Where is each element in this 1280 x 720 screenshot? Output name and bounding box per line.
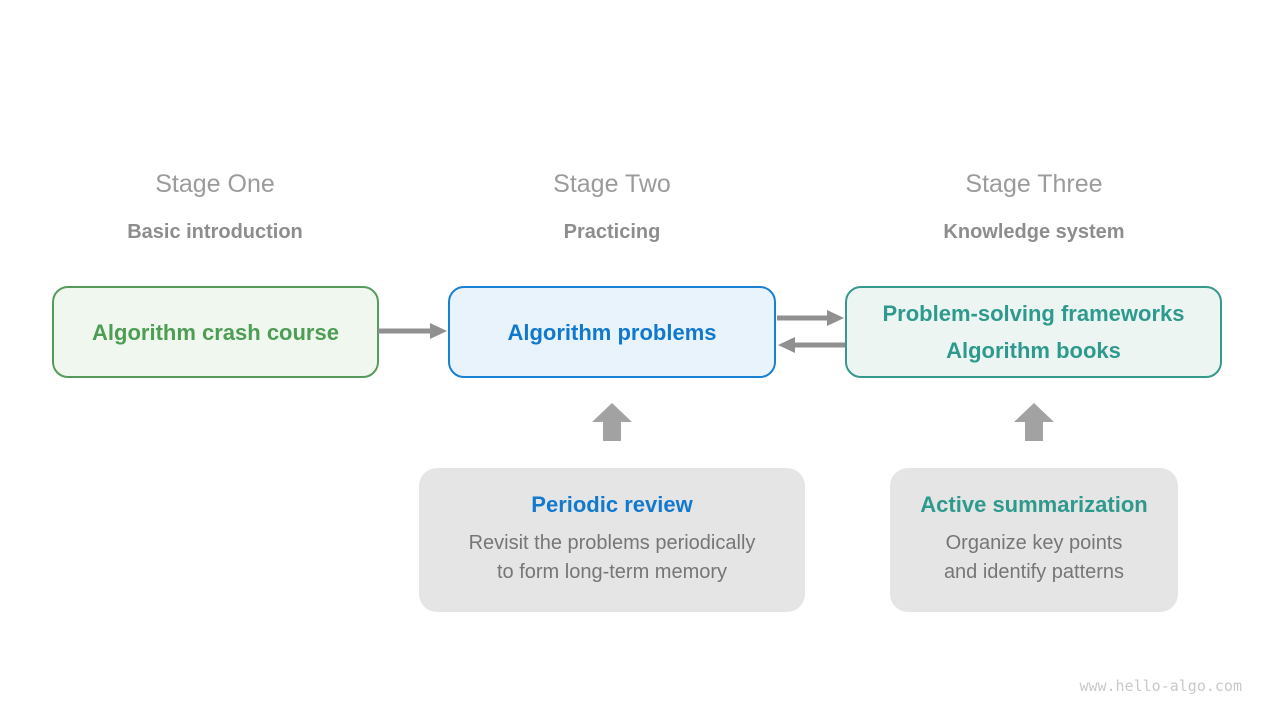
stage-two-title: Stage Two bbox=[553, 170, 671, 198]
up-arrow-active-summarization-icon bbox=[1014, 403, 1054, 441]
active-summarization-note: Active summarization Organize key points… bbox=[890, 468, 1178, 612]
up-arrow-periodic-review-icon bbox=[592, 403, 632, 441]
stage-two-subtitle: Practicing bbox=[563, 221, 661, 243]
stage-three-box-label-line2: Algorithm books bbox=[946, 338, 1121, 363]
stage-three-title: Stage Three bbox=[965, 170, 1103, 198]
stage-two-box: Algorithm problems bbox=[448, 286, 776, 378]
stage-three-subtitle: Knowledge system bbox=[943, 221, 1125, 243]
arrow-stage1-to-stage2-icon bbox=[378, 322, 448, 340]
arrow-stage2-to-stage3-icon bbox=[777, 309, 845, 327]
stage-one-subtitle: Basic introduction bbox=[127, 221, 303, 243]
stage-one-box: Algorithm crash course bbox=[52, 286, 379, 378]
periodic-review-description: Revisit the problems periodically to for… bbox=[419, 529, 805, 587]
stage-three-box: Problem-solving frameworks Algorithm boo… bbox=[845, 286, 1222, 378]
periodic-review-description-line1: Revisit the problems periodically bbox=[468, 532, 756, 554]
active-summarization-description-line1: Organize key points bbox=[945, 532, 1123, 554]
periodic-review-title: Periodic review bbox=[531, 492, 693, 517]
stage-one-box-label: Algorithm crash course bbox=[92, 319, 339, 345]
arrow-stage3-to-stage2-icon bbox=[777, 336, 845, 354]
periodic-review-description-line2: to form long-term memory bbox=[496, 561, 728, 583]
stage-two-box-label: Algorithm problems bbox=[507, 319, 717, 345]
periodic-review-note: Periodic review Revisit the problems per… bbox=[419, 468, 805, 612]
active-summarization-description-line2: and identify patterns bbox=[943, 561, 1125, 583]
stage-one-title: Stage One bbox=[155, 170, 275, 198]
active-summarization-description: Organize key points and identify pattern… bbox=[890, 529, 1178, 587]
active-summarization-title: Active summarization bbox=[920, 492, 1148, 517]
watermark: www.hello-algo.com bbox=[1079, 677, 1242, 695]
stage-three-box-label-line1: Problem-solving frameworks bbox=[882, 301, 1185, 326]
